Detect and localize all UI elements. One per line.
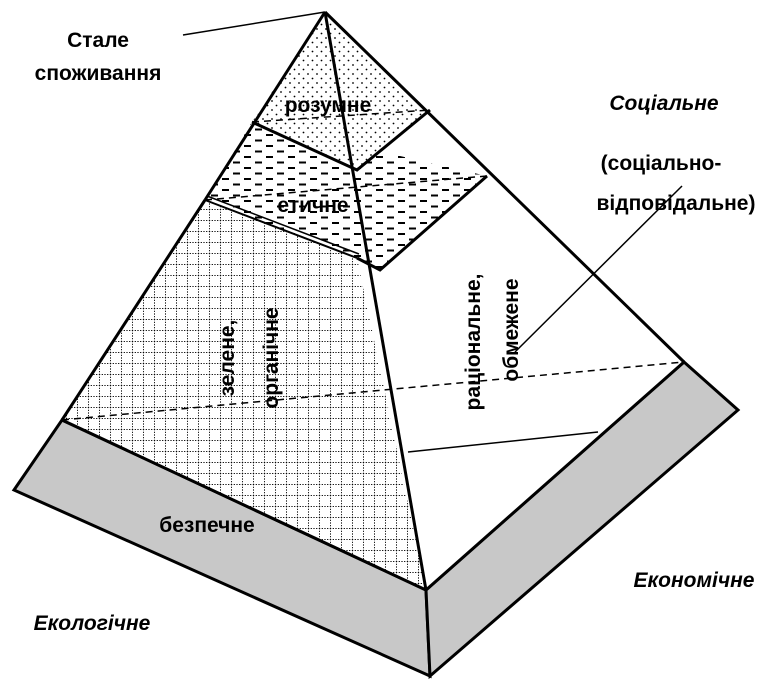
- green-label-line2: органічне: [260, 307, 283, 408]
- green-label-line1: зелене,: [216, 320, 239, 397]
- rational-label-line2: обмежене: [500, 278, 523, 381]
- ethical-zone: [205, 122, 487, 270]
- rational-label-line1: раціональне,: [462, 274, 485, 411]
- sustainable-consumption-label-line2: споживання: [35, 62, 162, 85]
- sustainable-consumption-label-line1: Стале: [67, 29, 129, 52]
- ethical-label: етичне: [277, 194, 348, 217]
- economic-label: Економічне: [634, 569, 755, 592]
- social-label: Соціальне: [609, 92, 719, 115]
- pyramid-edges: [60, 10, 686, 592]
- social-responsible-label-line1: (соціально-: [601, 152, 722, 175]
- safe-label: безпечне: [159, 514, 254, 537]
- rational-limited-zone: [380, 176, 684, 590]
- ecological-label: Екологічне: [34, 612, 151, 635]
- green-organic-zone: [62, 200, 426, 590]
- social-responsible-label-line2: відповідальне): [597, 192, 756, 215]
- reasonable-zone: [252, 12, 430, 170]
- reasonable-label: розумне: [285, 94, 372, 117]
